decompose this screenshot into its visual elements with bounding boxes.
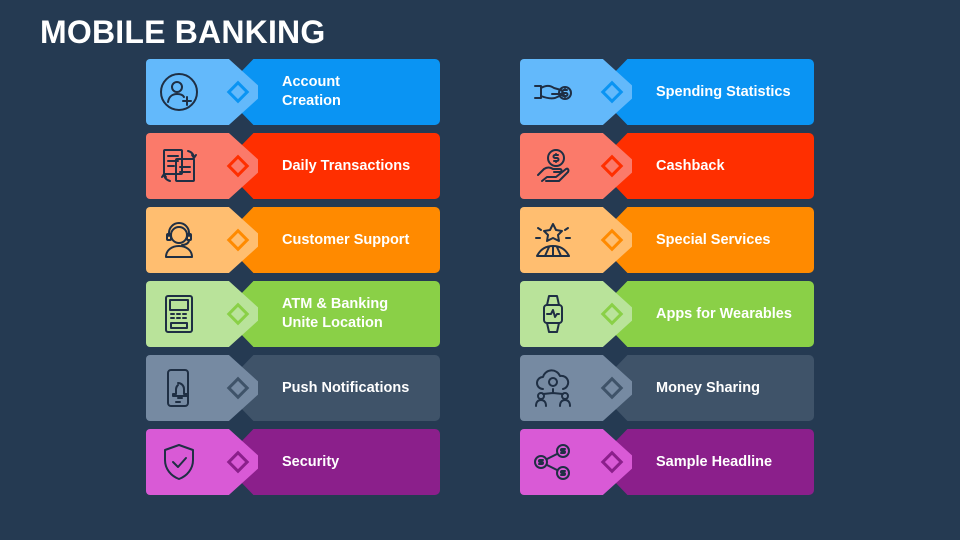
feature-label-box [228, 207, 440, 273]
feature-icon-tab [146, 59, 258, 125]
feature-label: Account Creation [282, 74, 341, 109]
feature-card-left-5: Push Notifications [146, 355, 440, 421]
hand-coin-icon [532, 71, 574, 113]
feature-card-right-4: Apps for Wearables [520, 281, 814, 347]
feature-label: Money Sharing [656, 379, 760, 396]
feature-card-right-2: Cashback [520, 133, 814, 199]
feature-label-box [602, 133, 814, 199]
feature-label-box [602, 429, 814, 495]
feature-label-box [602, 207, 814, 273]
feature-label-box [602, 59, 814, 125]
feature-label: Push Notifications [282, 379, 410, 396]
feature-card-left-1: Account Creation [146, 59, 440, 125]
feature-card-left-3: Customer Support [146, 207, 440, 273]
feature-label: Daily Transactions [282, 157, 411, 174]
feature-card-left-6: Security [146, 429, 440, 495]
document-exchange-icon [158, 145, 200, 187]
feature-label: Spending Statistics [656, 83, 791, 100]
feature-label: Sample Headline [656, 453, 773, 470]
feature-label-box [228, 355, 440, 421]
feature-icon-tab [520, 281, 632, 347]
feature-card-right-6: Sample Headline [520, 429, 814, 495]
hand-cashback-icon [532, 145, 574, 187]
headset-agent-icon [158, 219, 200, 261]
feature-icon-tab [520, 59, 632, 125]
user-add-icon [158, 71, 200, 113]
star-service-icon [532, 219, 574, 261]
feature-card-right-3: Special Services [520, 207, 814, 273]
feature-icon-tab [146, 207, 258, 273]
feature-card-right-5: Money Sharing [520, 355, 814, 421]
shield-check-icon [158, 441, 200, 483]
feature-icon-tab [520, 207, 632, 273]
feature-icon-tab [520, 133, 632, 199]
page-title: MOBILE BANKING [40, 14, 326, 50]
feature-label: Customer Support [282, 231, 410, 248]
feature-label: Security [282, 453, 340, 470]
phone-bell-icon [158, 367, 200, 409]
dollar-network-icon [532, 441, 574, 483]
feature-label: ATM & Banking Unite Location [282, 296, 389, 331]
feature-label-box [602, 355, 814, 421]
feature-icon-tab [146, 355, 258, 421]
smartwatch-icon [532, 293, 574, 335]
feature-card-right-1: Spending Statistics [520, 59, 814, 125]
feature-label-box [228, 429, 440, 495]
atm-machine-icon [158, 293, 200, 335]
feature-label-box [228, 133, 440, 199]
feature-icon-tab [146, 281, 258, 347]
feature-card-left-4: ATM & Banking Unite Location [146, 281, 440, 347]
feature-label: Cashback [656, 157, 725, 174]
feature-label-box [228, 59, 440, 125]
feature-label-box [602, 281, 814, 347]
feature-label: Special Services [656, 231, 771, 248]
cloud-money-share-icon [532, 367, 574, 409]
feature-label-box [228, 281, 440, 347]
feature-card-left-2: Daily Transactions [146, 133, 440, 199]
feature-label: Apps for Wearables [656, 305, 792, 322]
